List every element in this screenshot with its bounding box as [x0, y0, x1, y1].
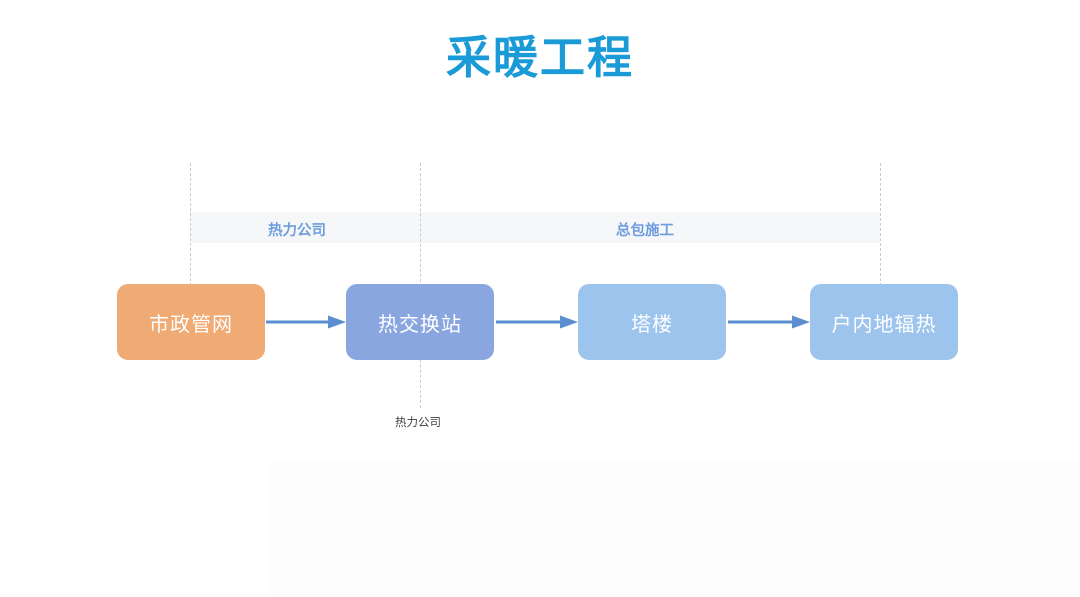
process-node-label: 户内地辐热 [831, 313, 937, 336]
process-node-label: 热交换站 [378, 313, 462, 336]
swimlane-label-general-contractor: 总包施工 [616, 223, 674, 239]
process-node-label: 市政管网 [149, 313, 233, 336]
arrow-right-icon-exchange-to-tower [496, 315, 578, 329]
background-wash [270, 460, 1080, 597]
footnote-heating-company: 热力公司 [395, 417, 441, 429]
lane-divider-left [190, 163, 191, 291]
page-title: 采暖工程 [445, 32, 634, 83]
arrow-right-icon-tower-to-floorheating [728, 315, 810, 329]
swimlane-label-heating-company: 热力公司 [268, 223, 326, 239]
process-node-indoor-floor-heating[interactable]: 户内地辐热 [810, 284, 958, 360]
lane-divider-right [880, 163, 881, 291]
arrow-right-icon-municipal-to-exchange [266, 315, 346, 329]
process-node-municipal-pipe-network[interactable]: 市政管网 [117, 284, 265, 360]
process-node-label: 塔楼 [631, 313, 673, 336]
process-node-tower[interactable]: 塔楼 [578, 284, 726, 360]
process-node-heat-exchange-station[interactable]: 热交换站 [346, 284, 494, 360]
swimlane-band [190, 212, 880, 243]
